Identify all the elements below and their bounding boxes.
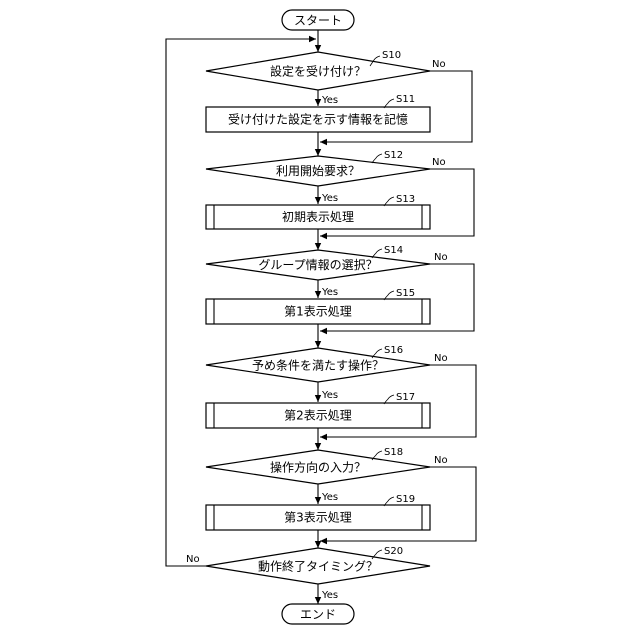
start-terminal: スタート	[282, 10, 354, 30]
process-s19-text: 第3表示処理	[284, 511, 352, 525]
process-s15: 第1表示処理	[206, 299, 430, 324]
end-label: エンド	[300, 608, 336, 622]
no-label-s18: No	[434, 455, 448, 466]
no-label-s20: No	[186, 554, 200, 565]
process-s15-text: 第1表示処理	[284, 305, 352, 319]
process-s19: 第3表示処理	[206, 505, 430, 530]
process-s11: 受け付けた設定を示す情報を記憶	[206, 107, 430, 132]
decision-s10-text: 設定を受け付け？	[270, 64, 366, 79]
end-terminal: エンド	[282, 604, 354, 624]
no-label-s12: No	[432, 157, 446, 168]
step-id-s16: S16	[384, 345, 403, 356]
step-id-s13: S13	[396, 194, 415, 205]
yes-label-s12: Yes	[321, 193, 338, 204]
step-id-s19: S19	[396, 494, 415, 505]
step-id-s20: S20	[384, 546, 403, 557]
step-id-s15: S15	[396, 288, 415, 299]
step-id-s11: S11	[396, 94, 415, 105]
decision-s12-text: 利用開始要求？	[276, 164, 360, 178]
process-s13: 初期表示処理	[206, 205, 430, 229]
step-id-s17: S17	[396, 392, 415, 403]
step-id-s10: S10	[382, 50, 401, 61]
step-id-s12: S12	[384, 150, 403, 161]
no-label-s10: No	[432, 59, 446, 70]
yes-label-s14: Yes	[321, 287, 338, 298]
step-id-s14: S14	[384, 245, 403, 256]
yes-label-s10: Yes	[321, 95, 338, 106]
decision-s18-text: 操作方向の入力？	[270, 460, 366, 475]
process-s17-text: 第2表示処理	[284, 409, 352, 423]
yes-label-s16: Yes	[321, 390, 338, 401]
yes-label-s20: Yes	[321, 590, 338, 601]
no-label-s16: No	[434, 353, 448, 364]
no-label-s14: No	[434, 252, 448, 263]
process-s13-text: 初期表示処理	[282, 210, 354, 224]
decision-s16-text: 予め条件を満たす操作？	[252, 358, 384, 373]
start-label: スタート	[294, 14, 342, 28]
decision-s20-text: 動作終了タイミング？	[258, 559, 378, 574]
process-s17: 第2表示処理	[206, 403, 430, 428]
decision-s14-text: グループ情報の選択？	[258, 258, 377, 272]
process-s11-text: 受け付けた設定を示す情報を記憶	[228, 112, 408, 127]
step-id-s18: S18	[384, 447, 403, 458]
yes-label-s18: Yes	[321, 492, 338, 503]
